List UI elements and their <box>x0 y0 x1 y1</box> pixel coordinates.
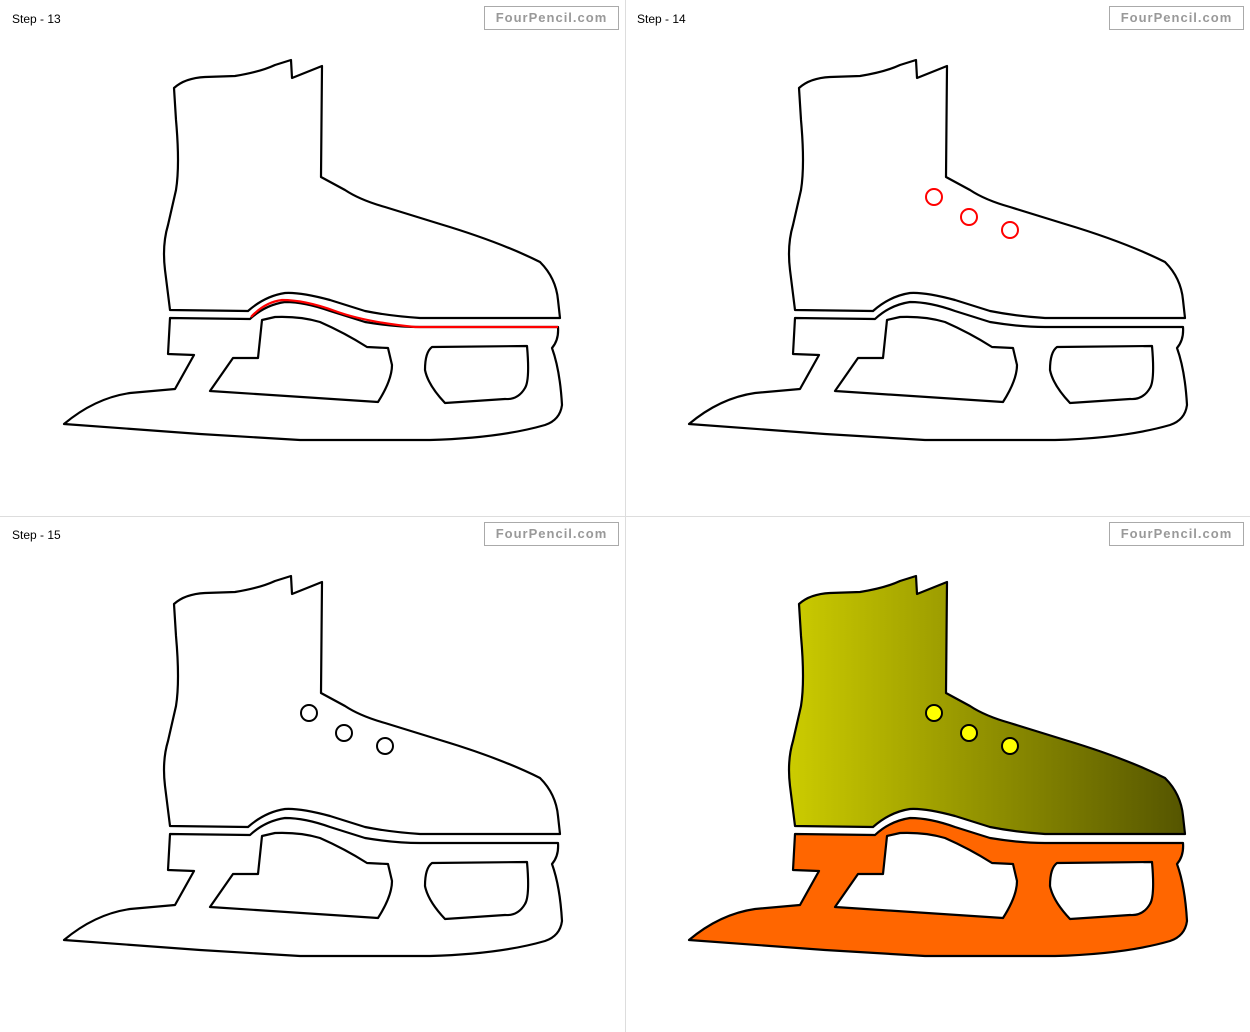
boot-outline <box>787 574 1187 836</box>
eyelet <box>1001 221 1019 239</box>
boot-outline <box>162 58 562 320</box>
eyelet <box>960 724 978 742</box>
boot-outline <box>162 574 562 836</box>
step-14-panel: Step - 14 FourPencil.com <box>625 0 1250 516</box>
blade-holder-outline <box>62 300 564 442</box>
skate-drawing <box>62 58 564 442</box>
watermark-logo: FourPencil.com <box>484 522 619 546</box>
step-label: Step - 14 <box>637 12 686 26</box>
step-label: Step - 15 <box>12 528 61 542</box>
eyelet <box>1001 737 1019 755</box>
horizontal-divider <box>0 516 1250 517</box>
watermark-logo: FourPencil.com <box>1109 522 1244 546</box>
eyelet <box>335 724 353 742</box>
step-13-panel: Step - 13 FourPencil.com <box>0 0 625 516</box>
skate-drawing <box>687 574 1189 958</box>
watermark-logo: FourPencil.com <box>1109 6 1244 30</box>
blade-holder-outline <box>62 816 564 958</box>
skate-drawing <box>687 58 1189 442</box>
eyelet <box>960 208 978 226</box>
blade-holder-outline <box>687 300 1189 442</box>
step-label: Step - 13 <box>12 12 61 26</box>
watermark-logo: FourPencil.com <box>484 6 619 30</box>
eyelet <box>300 704 318 722</box>
skate-drawing <box>62 574 564 958</box>
highlighted-stroke <box>250 298 558 329</box>
eyelet <box>376 737 394 755</box>
colored-panel: FourPencil.com <box>625 516 1250 1032</box>
boot-outline <box>787 58 1187 320</box>
eyelet <box>925 188 943 206</box>
eyelet <box>925 704 943 722</box>
blade-holder-outline <box>687 816 1189 958</box>
step-15-panel: Step - 15 FourPencil.com <box>0 516 625 1032</box>
